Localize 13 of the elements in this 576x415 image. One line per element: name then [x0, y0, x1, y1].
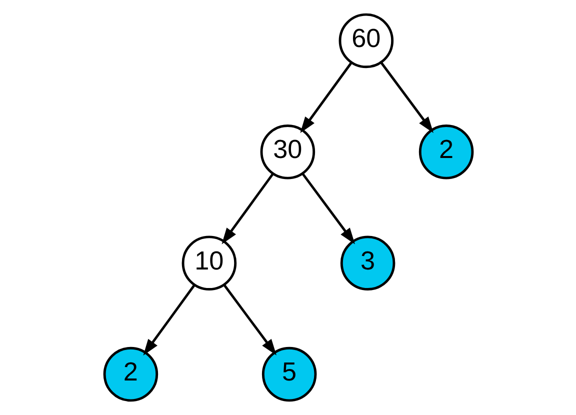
arrow [300, 62, 352, 134]
arrow [142, 284, 195, 356]
node-circle: 3 [340, 236, 395, 290]
arrow [301, 173, 354, 244]
arrow [222, 284, 276, 356]
node-circle: 60 [338, 13, 394, 68]
node-circle: 2 [102, 346, 158, 402]
arrow [221, 173, 274, 244]
arrow [380, 62, 433, 134]
node-circle: 10 [181, 236, 236, 290]
node-circle: 2 [418, 124, 474, 180]
node-circle: 5 [261, 346, 316, 402]
node-circle: 30 [260, 124, 315, 180]
